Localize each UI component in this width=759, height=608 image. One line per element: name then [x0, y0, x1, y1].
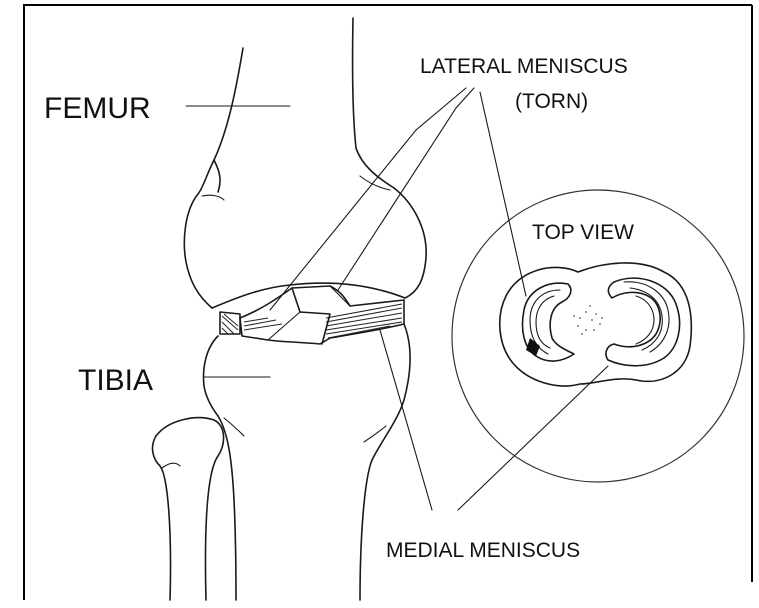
leader-lines	[186, 88, 608, 510]
center-stipple	[573, 305, 603, 335]
fibula-bone	[153, 418, 224, 600]
label-tibia: TIBIA	[78, 364, 153, 397]
tibia-bone	[204, 324, 410, 600]
label-femur: FEMUR	[44, 92, 151, 125]
label-medial-meniscus: MEDIAL MENISCUS	[386, 539, 580, 562]
label-top-view: TOP VIEW	[532, 221, 634, 244]
label-lateral-meniscus: LATERAL MENISCUS	[420, 55, 628, 78]
label-torn: (TORN)	[515, 90, 588, 113]
